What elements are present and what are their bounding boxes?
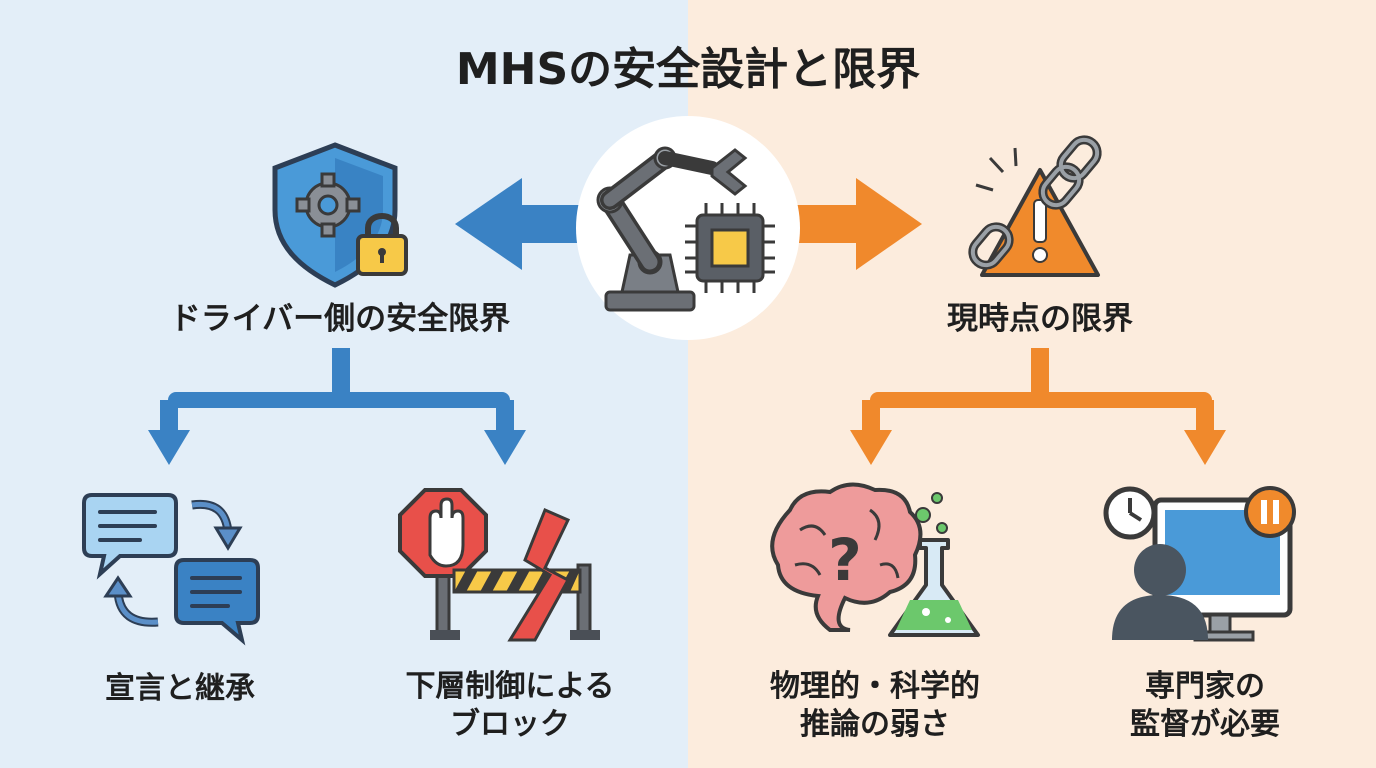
leaf-lower-layer-block-line-1: 下層制御による [405, 669, 615, 704]
leaf-lower-layer-block-line-2: ブロック [450, 706, 570, 742]
leaf-lower-layer-block: 下層制御による ブロック [385, 668, 635, 743]
leaf-physical-reasoning-line-2: 推論の弱さ [800, 706, 950, 742]
svg-text:?: ? [828, 526, 862, 594]
leaf-physical-reasoning-line-1: 物理的・科学的 [770, 669, 980, 704]
page-title: MHSの安全設計と限界 [455, 44, 921, 95]
brain-flask-icon: ? [770, 482, 980, 637]
right-branch-connector [850, 348, 1226, 465]
arrow-center-to-right [780, 178, 922, 270]
leaf-expert-supervision-line-2: 監督が必要 [1130, 706, 1280, 742]
left-branch-connector [148, 348, 526, 465]
chat-exchange-icon [82, 493, 260, 646]
shield-gear-lock-icon [272, 142, 408, 288]
expert-monitor-icon [1103, 486, 1296, 642]
leaf-declaration-inheritance: 宣言と継承 [105, 671, 255, 706]
stop-barrier-icon [398, 488, 600, 642]
leaf-physical-reasoning: 物理的・科学的 推論の弱さ [740, 668, 1010, 743]
robot-arm-chip-icon [576, 116, 800, 340]
arrow-center-to-left [455, 178, 595, 270]
right-heading: 現時点の限界 [947, 301, 1133, 337]
broken-chain-warning-icon [968, 135, 1102, 277]
leaf-expert-supervision: 専門家の 監督が必要 [1090, 668, 1320, 743]
left-heading: ドライバー側の安全限界 [169, 301, 511, 337]
leaf-expert-supervision-line-1: 専門家の [1145, 669, 1265, 704]
